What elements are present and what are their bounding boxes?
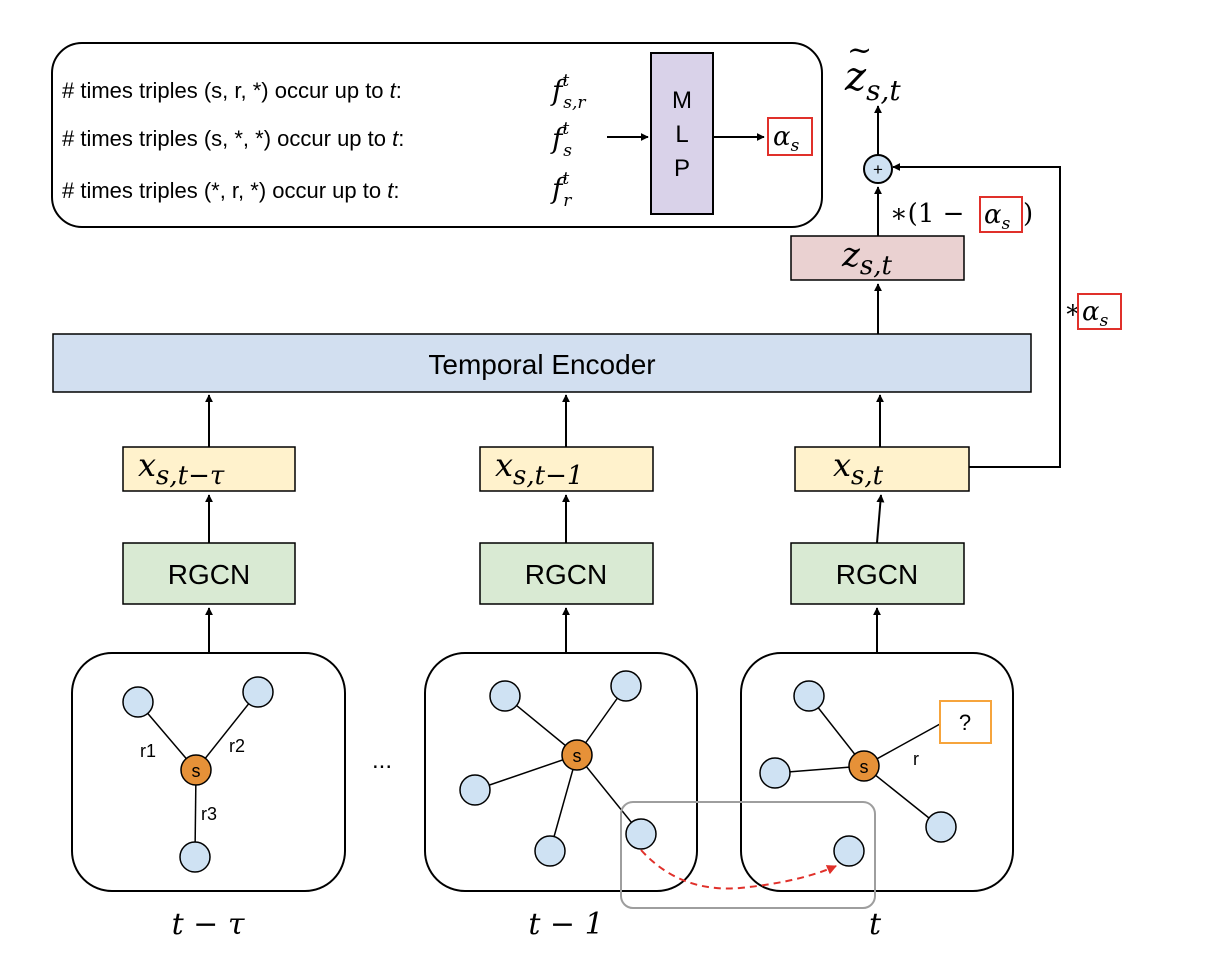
svg-text:?: ? [959, 710, 971, 735]
legend-row-3: # times triples (*, r, *) occur up to t: [62, 178, 399, 203]
center-node-s [180, 754, 212, 786]
output-z-tilde: zs,t ~ [844, 33, 901, 107]
input-x-t-minus-1: xs,t−1 [479, 446, 654, 492]
node [179, 841, 211, 873]
alpha-s-label: αs [773, 122, 800, 156]
svg-text:s: s [573, 746, 582, 766]
node [534, 835, 566, 867]
plus-node: + [863, 154, 893, 184]
graph-t-minus-tau: s r1 r2 r3 [71, 652, 346, 892]
node [759, 757, 791, 789]
svg-text:RGCN: RGCN [168, 559, 250, 590]
edge-label-r3: r3 [201, 804, 217, 824]
ellipsis: ... [372, 747, 392, 774]
arrow-rgcn3-to-x3 [876, 494, 885, 544]
time-label-t-minus-tau: t − τ [172, 907, 245, 942]
mlp-box [650, 52, 714, 215]
frequency-legend-box: # times triples (s, r, *) occur up to t:… [51, 42, 823, 228]
svg-text:+: + [873, 160, 883, 179]
graph-t-minus-1: s [424, 652, 698, 892]
svg-text:αs: αs [1082, 297, 1109, 331]
svg-text:zs,t: zs,t [844, 54, 901, 107]
node [793, 680, 825, 712]
graph-t: s r ? [740, 652, 1014, 892]
temporal-encoder-label: Temporal Encoder [428, 349, 655, 380]
query-box: ? [939, 700, 992, 744]
node [925, 811, 957, 843]
node [489, 680, 521, 712]
svg-text:s: s [192, 761, 201, 781]
node [459, 774, 491, 806]
svg-text:αs: αs [984, 200, 1011, 234]
mlp-letter-p: P [674, 155, 690, 182]
node [610, 670, 642, 702]
edge-label-r: r [913, 749, 919, 769]
rgcn-box-2: RGCN [479, 542, 654, 605]
scale-one-minus-alpha-label: ∗(1 − αs ) [890, 196, 1033, 234]
temporal-encoder-box: Temporal Encoder [52, 333, 1032, 393]
svg-text:xs,t−τ: xs,t−τ [138, 446, 225, 491]
mlp-letter-l: L [675, 121, 688, 148]
svg-text:~: ~ [847, 33, 872, 68]
svg-text:): ) [1023, 199, 1033, 229]
svg-text:RGCN: RGCN [836, 559, 918, 590]
node [242, 676, 274, 708]
svg-text:s: s [860, 757, 869, 777]
time-label-t-minus-1: t − 1 [528, 907, 603, 942]
legend-row-2: # times triples (s, *, *) occur up to t: [62, 126, 404, 151]
z-st-box: zs,t [790, 235, 965, 281]
svg-text:zs,t: zs,t [841, 235, 893, 281]
node [122, 686, 154, 718]
node [833, 835, 865, 867]
mlp-letter-m: M [672, 87, 692, 114]
svg-text:RGCN: RGCN [525, 559, 607, 590]
node [625, 818, 657, 850]
dashed-recurrence-arrow [640, 849, 837, 890]
svg-text:xs,t−1: xs,t−1 [495, 446, 583, 491]
legend-row-1: # times triples (s, r, *) occur up to t: [62, 78, 402, 103]
input-x-t: xs,t [794, 446, 970, 492]
edge-label-r2: r2 [229, 736, 245, 756]
skip-connection-line [892, 163, 1061, 468]
input-x-t-minus-tau: xs,t−τ [122, 446, 296, 492]
center-node-s [561, 739, 593, 771]
center-node-s [848, 750, 880, 782]
alpha-s-box [767, 117, 813, 156]
time-label-t: t [869, 907, 882, 942]
scale-alpha-label: ∗ αs [1064, 293, 1122, 331]
rgcn-box-1: RGCN [122, 542, 296, 605]
rgcn-box-3: RGCN [790, 542, 965, 605]
highlight-box [620, 801, 876, 909]
svg-text:xs,t: xs,t [833, 446, 884, 491]
svg-text:∗(1 −: ∗(1 − [890, 199, 964, 229]
edge-label-r1: r1 [140, 741, 156, 761]
